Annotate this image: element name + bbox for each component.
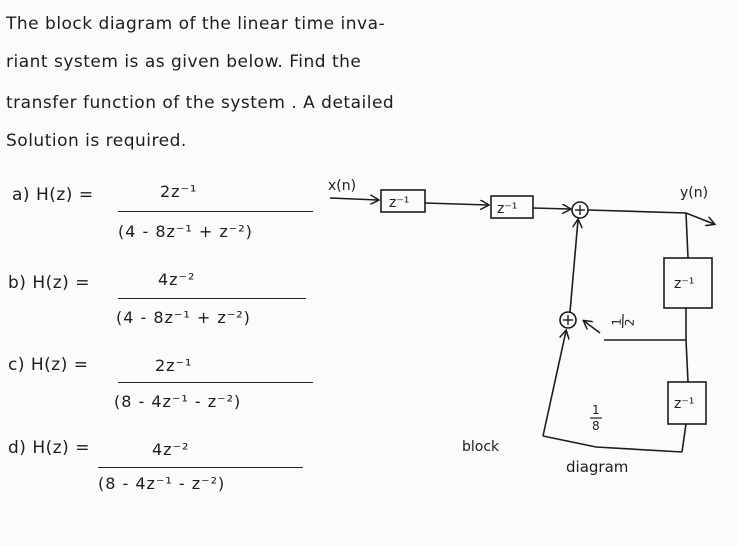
arrow-delay2-to-adder: [532, 208, 570, 209]
delay-block-1: [380, 189, 426, 213]
option-a-numerator: 2z⁻¹: [160, 182, 198, 201]
delay-2-label: z⁻¹: [497, 201, 517, 217]
option-b-numerator: 4z⁻²: [158, 270, 196, 289]
delay-3-label: z⁻¹: [674, 276, 694, 292]
problem-line-4: Solution is required.: [6, 131, 187, 151]
problem-line-1: The block diagram of the linear time inv…: [6, 14, 386, 34]
gain-half-arrow: [584, 321, 601, 334]
tap-line-eighth: [595, 446, 683, 453]
output-arrow: [685, 212, 714, 224]
svg-text:1: 1: [610, 318, 624, 326]
option-a-denominator: (4 - 8z⁻¹ + z⁻²): [118, 222, 253, 241]
caption-block: block: [462, 439, 500, 455]
gain-half: 1 2: [610, 313, 637, 329]
delay-block-2: [490, 195, 534, 219]
caption-diagram: diagram: [566, 458, 628, 476]
option-b-fraction-bar: [118, 298, 306, 299]
option-c-fraction-bar: [118, 382, 313, 383]
input-label: x(n): [328, 178, 356, 194]
option-d-numerator: 4z⁻²: [152, 440, 190, 459]
adder-to-adder-arrow: [569, 220, 578, 313]
option-b-label: b) H(z) =: [8, 273, 90, 293]
feedback-line-down: [685, 212, 689, 259]
delay-block-4: [667, 381, 707, 425]
problem-line-2: riant system is as given below. Find the: [6, 52, 362, 72]
svg-text:8: 8: [592, 419, 600, 433]
eighth-line-left: [542, 435, 597, 448]
option-a-fraction-bar: [118, 211, 313, 212]
delay-4-label: z⁻¹: [674, 396, 694, 412]
line-to-delay4: [685, 339, 689, 383]
option-d-fraction-bar: [98, 467, 303, 468]
input-arrow: [329, 198, 378, 200]
svg-text:1: 1: [592, 403, 600, 417]
feedback-adder: [559, 311, 577, 329]
option-c-numerator: 2z⁻¹: [155, 356, 193, 375]
svg-text:2: 2: [623, 318, 637, 326]
delay-block-3: [663, 257, 713, 309]
eighth-feed-arrow: [542, 331, 566, 437]
option-d-denominator: (8 - 4z⁻¹ - z⁻²): [98, 474, 226, 493]
gain-eighth: 1 8: [590, 403, 602, 433]
arrow-delay1-to-delay2: [424, 203, 488, 205]
delay4-output-line: [681, 423, 687, 453]
option-d-label: d) H(z) =: [8, 438, 90, 458]
option-b-denominator: (4 - 8z⁻¹ + z⁻²): [116, 308, 251, 327]
option-c-label: c) H(z) =: [8, 355, 89, 375]
delay-1-label: z⁻¹: [389, 195, 409, 211]
option-a-label: a) H(z) =: [12, 185, 94, 205]
output-line: [587, 209, 687, 214]
output-label: y(n): [680, 185, 708, 201]
problem-line-3: transfer function of the system . A deta…: [6, 93, 395, 113]
option-c-denominator: (8 - 4z⁻¹ - z⁻²): [114, 392, 242, 411]
